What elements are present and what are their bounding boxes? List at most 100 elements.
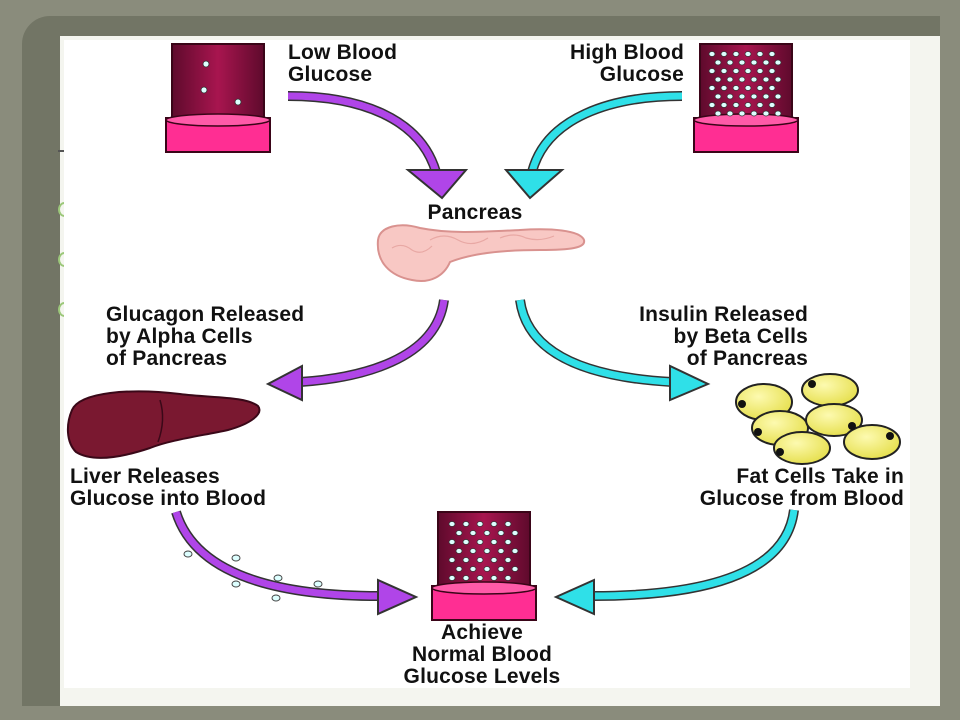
glucose-dot [744,68,752,74]
arrow-liver-to-normal [171,510,419,616]
glucose-dot [738,59,746,66]
glucose-dot [462,539,470,545]
bullet-dash [58,150,68,152]
glucose-dot [708,51,716,57]
glucose-dot [750,110,758,117]
glucose-dot [738,93,746,100]
glucose-dot [708,85,716,91]
normal-glucose-vessel [431,511,537,621]
glucose-dot [511,530,519,536]
fat-cells [735,373,901,465]
glucose-dot [497,566,505,572]
glucose-particles [183,550,323,602]
glucose-dot [469,530,477,536]
glucose-dot [511,548,519,554]
label-normal-glucose: Achieve Normal Blood Glucose Levels [403,621,561,688]
label-insulin-released: Insulin Released by Beta Cells of Pancre… [639,303,808,370]
glucose-dot [455,548,463,554]
glucose-dot [448,575,456,581]
glucose-dot [490,539,498,545]
glucose-dot [774,93,782,100]
glucose-dot [448,521,456,527]
glucose-dot [504,557,512,563]
glucose-dot [750,76,758,83]
liver-organ [66,390,261,459]
glucose-dot [732,102,740,108]
glucose-dot [768,68,776,74]
arrow-insulin-to-fat [515,299,711,402]
glucose-dot [726,93,734,100]
glucose-dot [744,102,752,108]
glucose-dot [714,59,722,66]
glucose-dot [462,521,470,527]
glucose-dot [774,110,782,117]
label-pancreas: Pancreas [427,201,523,224]
arrow-high-to-pancreas [503,91,683,200]
glucose-dot [744,85,752,91]
glucose-dot [714,110,722,117]
glucose-dot [455,566,463,572]
glucose-dot [756,68,764,74]
high-glucose-vessel [693,43,799,153]
glucose-dot [490,521,498,527]
glucose-dot [490,575,498,581]
glucose-dot [732,85,740,91]
glucose-dot [756,51,764,57]
glucose-dot [762,76,770,83]
glucose-dot [497,530,505,536]
glucose-dot [756,102,764,108]
glucose-dot [483,548,491,554]
glucose-dot [504,539,512,545]
glucose-dot [720,102,728,108]
glucose-dot [726,59,734,66]
glucose-dot [774,76,782,83]
glucose-dot [483,530,491,536]
glucose-dot [756,85,764,91]
glucose-dot [497,548,505,554]
glucose-dot [504,575,512,581]
glucose-dot [483,566,491,572]
glucose-dot [768,85,776,91]
glucose-dot [720,51,728,57]
glucose-dot [720,68,728,74]
glucose-dot [504,521,512,527]
glucose-dot [462,557,470,563]
label-glucagon-released: Glucagon Released by Alpha Cells of Panc… [106,303,305,370]
label-liver-releases: Liver Releases Glucose into Blood [70,465,267,510]
glucose-dot [726,110,734,117]
glucose-dot [714,93,722,100]
glucose-dot [708,102,716,108]
glucose-dot [768,51,776,57]
glucose-dot [774,59,782,66]
glucose-dot [462,575,470,581]
glucose-dot [720,85,728,91]
label-high-blood-glucose: High Blood Glucose [570,41,684,86]
arrow-fat-to-normal [553,509,799,616]
low-glucose-vessel [165,43,271,153]
glucose-dot [714,76,722,83]
glucose-dot [732,51,740,57]
glucose-dot [476,557,484,563]
arrow-low-to-pancreas [287,91,469,200]
glucose-dot [448,539,456,545]
glucose-dot [732,68,740,74]
glucose-dot [750,93,758,100]
glucose-dot [511,566,519,572]
glucose-dot [768,102,776,108]
glucose-dot [726,76,734,83]
label-low-blood-glucose: Low Blood Glucose [288,41,398,86]
glucose-dot [708,68,716,74]
glucose-dot [762,110,770,117]
label-fat-cells: Fat Cells Take in Glucose from Blood [699,465,904,510]
glucose-dot [490,557,498,563]
glucose-dot [762,93,770,100]
glucose-dot [750,59,758,66]
glucose-dot [455,530,463,536]
glucose-dot [738,110,746,117]
pancreas-organ [376,224,586,282]
glucose-dot [476,575,484,581]
glucose-dot [469,566,477,572]
arrow-glucagon-to-liver [265,299,449,402]
glucose-dot [476,539,484,545]
